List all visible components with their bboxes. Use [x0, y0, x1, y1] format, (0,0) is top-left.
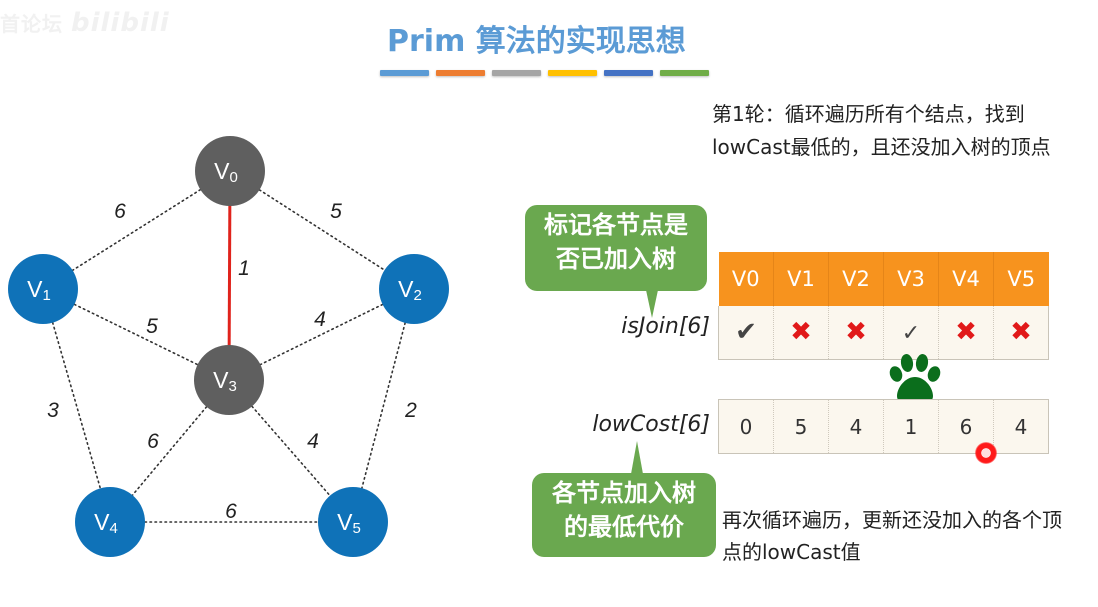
bilibili-logo: bilibili [71, 8, 170, 38]
vertex-v4: V4 [75, 487, 145, 557]
callout-line: 各节点加入树 [552, 479, 696, 507]
round-description: 第1轮：循环遍历所有个结点，找到lowCast最低的，且还没加入树的顶点 [712, 102, 1051, 159]
vertex-circle [318, 487, 388, 557]
color-bar [492, 70, 541, 76]
color-bar [380, 70, 429, 76]
isjoin-array-label: isJoin[6] [621, 314, 710, 339]
isjoin-cell: ✔ [718, 306, 774, 360]
watermark-text: 首论坛 [0, 12, 63, 36]
cross-icon: ✖ [845, 317, 867, 348]
lowcost-value-row: 0 5 4 1 6 4 [718, 399, 1049, 454]
check-icon: ✔ [735, 317, 757, 348]
vertex-header: V0 [718, 252, 774, 306]
lowcost-array-label: lowCost[6] [592, 412, 710, 437]
vertex-header: V3 [883, 252, 939, 306]
isjoin-cell: ✖ [773, 306, 829, 360]
edge-weight-label: 6 [147, 430, 159, 453]
callout-line: 标记各节点是 [544, 211, 688, 239]
slide-title-text: Prim 算法的实现思想 [387, 24, 686, 59]
color-bar [436, 70, 485, 76]
lowcost-cell: 1 [883, 399, 939, 454]
isjoin-cell: ✖ [993, 306, 1049, 360]
edge-v2-v5 [352, 288, 415, 523]
lowcost-cell: 4 [828, 399, 884, 454]
isjoin-cell: ✖ [828, 306, 884, 360]
edge-weight-label: 3 [47, 399, 59, 422]
vertex-circle [195, 136, 265, 206]
vertex-circle [379, 254, 449, 324]
vertex-v1: V1 [8, 254, 78, 324]
edge-weight-label: 1 [238, 257, 250, 280]
edge-weight-label: 5 [330, 200, 342, 223]
edge-weight-label: 6 [225, 500, 237, 523]
vertex-circle [75, 487, 145, 557]
edge-weight-label: 4 [307, 430, 319, 453]
edge-weight-label: 4 [314, 308, 326, 331]
edge-weight-label: 2 [404, 399, 417, 422]
vertex-v2: V2 [379, 254, 449, 324]
vertex-header: V1 [773, 252, 829, 306]
isjoin-table: V0 V1 V2 V3 V4 V5 ✔ ✖ ✖ ✓ ✖ ✖ [718, 252, 1049, 360]
edge-v0-v1 [42, 170, 231, 290]
vertex-circle [194, 345, 264, 415]
color-bar [604, 70, 653, 76]
vertex-v5: V5 [318, 487, 388, 557]
isjoin-cell: ✖ [938, 306, 994, 360]
isjoin-header-row: V0 V1 V2 V3 V4 V5 [718, 252, 1049, 306]
lowcost-cell: 4 [993, 399, 1049, 454]
lowcost-cell: 0 [718, 399, 774, 454]
lowcost-callout: 各节点加入树 的最低代价 [532, 441, 716, 557]
callout-line: 否已加入树 [556, 245, 676, 273]
paw-pointer-icon [889, 354, 941, 402]
edge-weight-label: 5 [146, 315, 158, 338]
edge-weight-label: 6 [114, 200, 126, 223]
vertex-header: V5 [993, 252, 1049, 306]
vertex-v0: V0 [195, 136, 265, 206]
cross-icon: ✖ [1010, 317, 1032, 348]
color-bar [660, 70, 709, 76]
edge-v0-v2 [229, 170, 415, 290]
check-icon: ✓ [901, 321, 921, 347]
lowcost-cell: 5 [773, 399, 829, 454]
watermark: 首论坛 bilibili [0, 8, 170, 38]
laser-pointer-dot [975, 442, 997, 464]
vertex-header: V2 [828, 252, 884, 306]
title-color-bars [380, 70, 709, 76]
color-bar [548, 70, 597, 76]
isjoin-value-row: ✔ ✖ ✖ ✓ ✖ ✖ [718, 306, 1049, 360]
cross-icon: ✖ [955, 317, 977, 348]
vertex-circle [8, 254, 78, 324]
vertex-header: V4 [938, 252, 994, 306]
lowcost-table: 0 5 4 1 6 4 [718, 399, 1049, 454]
edge-v1-v4 [42, 288, 111, 523]
isjoin-callout: 标记各节点是 否已加入树 [525, 205, 707, 318]
cross-icon: ✖ [790, 317, 812, 348]
callout-line: 的最低代价 [564, 513, 684, 541]
update-description: 再次循环遍历，更新还没加入的各个顶点的lowCast值 [722, 508, 1062, 564]
vertex-v3: V3 [194, 345, 264, 415]
